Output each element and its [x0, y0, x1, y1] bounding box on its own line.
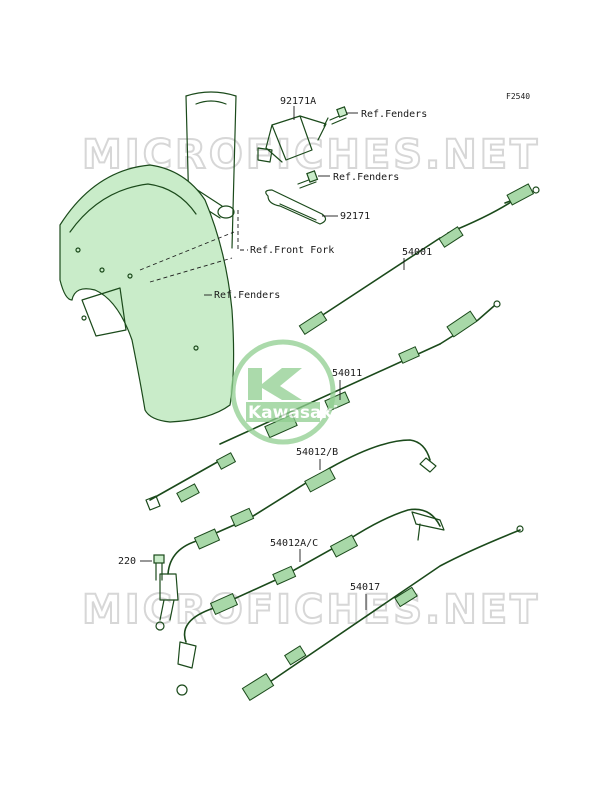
cable-54012AC [176, 508, 445, 696]
label-54017: 54017 [350, 582, 380, 593]
label-54001: 54001 [402, 247, 432, 258]
cable-54017 [241, 525, 524, 702]
watermark-bottom: MICROFICHES.NET [82, 587, 540, 633]
cable-54011 [145, 300, 501, 511]
label-220: 220 [118, 556, 136, 567]
label-54011: 54011 [332, 368, 362, 379]
leader-lines [139, 106, 405, 610]
cable-54012B [155, 439, 437, 631]
bolt-mid [297, 170, 319, 189]
bracket-92171A [257, 115, 327, 163]
label-54012B: 54012/B [296, 447, 338, 458]
cable-54001 [298, 183, 540, 335]
logo-text: Kawasaki [248, 403, 339, 423]
label-54012AC: 54012A/C [270, 538, 318, 549]
front-fender [59, 164, 235, 423]
kawasaki-logo: Kawasaki [230, 339, 339, 445]
label-ref-front-fork: Ref.Front Fork [250, 245, 334, 256]
label-ref-fenders-top: Ref.Fenders [361, 109, 427, 120]
label-ref-fenders-mid: Ref.Fenders [333, 172, 399, 183]
clamp-92171 [265, 189, 327, 225]
bolt-upper [323, 106, 348, 127]
bolt-220 [153, 554, 165, 581]
label-ref-fenders-left: Ref.Fenders [214, 290, 280, 301]
diagram-code: F2540 [506, 92, 530, 101]
label-92171: 92171 [340, 211, 370, 222]
label-92171A: 92171A [280, 96, 316, 107]
